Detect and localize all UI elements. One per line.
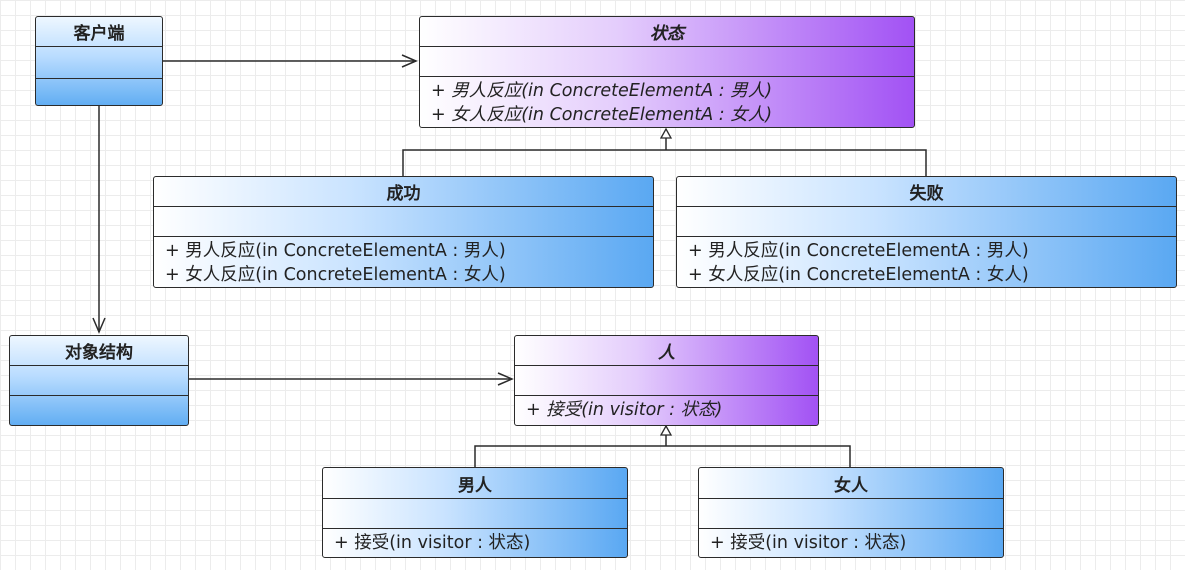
class-failure-operations: + 男人反应(in ConcreteElementA : 男人) + 女人反应(…	[677, 237, 1176, 287]
operation: + 女人反应(in ConcreteElementA : 女人)	[431, 105, 773, 125]
class-state-operations: + 男人反应(in ConcreteElementA : 男人) + 女人反应(…	[420, 77, 914, 127]
class-client-operations	[36, 79, 162, 105]
operation: + 接受(in visitor : 状态)	[710, 533, 907, 553]
class-success[interactable]: 成功 + 男人反应(in ConcreteElementA : 男人) + 女人…	[153, 176, 654, 288]
class-success-operations: + 男人反应(in ConcreteElementA : 男人) + 女人反应(…	[154, 237, 653, 287]
class-object-structure-attributes	[10, 366, 188, 396]
class-object-structure-name: 对象结构	[10, 336, 188, 366]
operation: + 接受(in visitor : 状态)	[334, 533, 531, 553]
operation: + 男人反应(in ConcreteElementA : 男人)	[688, 241, 1029, 261]
operation: + 女人反应(in ConcreteElementA : 女人)	[688, 265, 1029, 285]
generalization-states	[402, 129, 927, 176]
class-woman-name: 女人	[699, 468, 1003, 499]
class-success-name: 成功	[154, 177, 653, 207]
class-client-name: 客户端	[36, 17, 162, 47]
generalization-persons	[474, 426, 851, 467]
class-man-operations: + 接受(in visitor : 状态)	[323, 529, 627, 557]
class-object-structure[interactable]: 对象结构	[9, 335, 189, 426]
operation: + 男人反应(in ConcreteElementA : 男人)	[165, 241, 506, 261]
class-object-structure-operations	[10, 396, 188, 425]
class-person-name: 人	[515, 336, 818, 366]
class-man-attributes	[323, 499, 627, 529]
class-woman-attributes	[699, 499, 1003, 529]
class-state-attributes	[420, 47, 914, 77]
operation: + 接受(in visitor : 状态)	[526, 400, 723, 420]
class-woman[interactable]: 女人 + 接受(in visitor : 状态)	[698, 467, 1004, 558]
operation: + 男人反应(in ConcreteElementA : 男人)	[431, 81, 773, 101]
class-client-attributes	[36, 47, 162, 79]
operation: + 女人反应(in ConcreteElementA : 女人)	[165, 265, 506, 285]
class-state-name: 状态	[420, 17, 914, 47]
class-failure-attributes	[677, 207, 1176, 237]
class-person[interactable]: 人 + 接受(in visitor : 状态)	[514, 335, 819, 426]
class-person-operations: + 接受(in visitor : 状态)	[515, 396, 818, 425]
class-client[interactable]: 客户端	[35, 16, 163, 106]
class-failure-name: 失败	[677, 177, 1176, 207]
class-person-attributes	[515, 366, 818, 396]
class-failure[interactable]: 失败 + 男人反应(in ConcreteElementA : 男人) + 女人…	[676, 176, 1177, 288]
class-man-name: 男人	[323, 468, 627, 499]
class-state[interactable]: 状态 + 男人反应(in ConcreteElementA : 男人) + 女人…	[419, 16, 915, 128]
class-success-attributes	[154, 207, 653, 237]
class-woman-operations: + 接受(in visitor : 状态)	[699, 529, 1003, 557]
class-man[interactable]: 男人 + 接受(in visitor : 状态)	[322, 467, 628, 558]
